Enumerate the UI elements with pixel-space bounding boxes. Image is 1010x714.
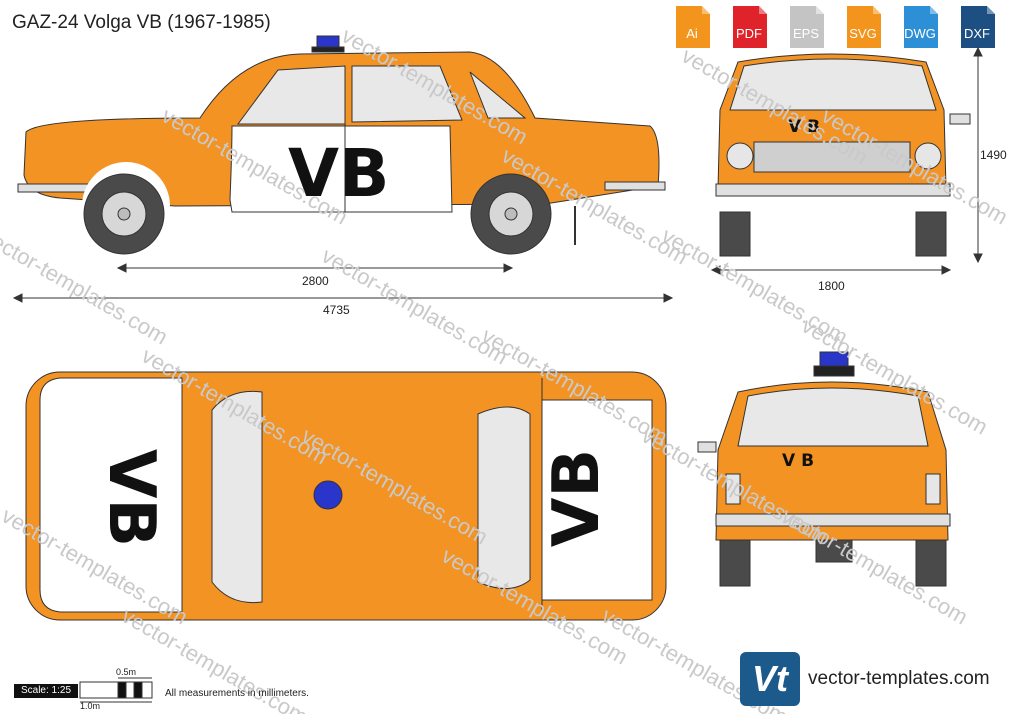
pdf-format-button[interactable]: PDF [725,4,773,50]
scale-bar-block-1 [117,681,127,699]
length-label: 4735 [323,303,350,317]
top-vb-marking-hood: VB [94,449,168,547]
dwg-file-icon [904,6,938,48]
svg-format-label: SVG [849,26,877,41]
scale-one-meter-label: 1.0m [80,701,101,711]
front-bumper [715,183,951,197]
top-windshield [211,390,263,604]
side-door-front-panel [229,125,346,213]
scale-half-meter-label: 0.5m [116,667,137,677]
width-arrow-left [710,265,721,275]
side-window-rear [351,65,463,123]
length-arrow-right [663,293,674,303]
scale-label: Scale: 1:25 [14,684,78,698]
side-beacon [316,35,340,49]
eps-file-icon [790,6,824,48]
front-vb-badge: V B [788,117,820,137]
rear-beacon-base [813,365,855,377]
height-label: 1490 [980,148,1007,162]
ai-format-button[interactable]: Ai [668,4,716,50]
side-rear-bumper [604,181,666,191]
front-view: V B [715,53,971,257]
pdf-format-label: PDF [736,26,762,41]
side-view: VB [17,35,666,255]
front-windshield [729,58,937,111]
top-vb-marking-trunk: VB [540,449,614,547]
front-headlight-left [726,142,754,170]
rear-taillight-right [925,473,941,505]
rear-beacon [819,351,849,367]
top-rear-window [477,406,531,589]
brand-logo[interactable]: Vt [740,652,800,706]
top-view: VB VB [25,371,667,621]
scale-bar-block-2 [133,681,143,699]
side-front-bumper [17,183,91,193]
front-mirror [949,113,971,125]
rear-taillight-left [725,473,741,505]
front-tire-right [915,211,947,257]
front-dimension-lines [710,46,983,275]
rear-vb-badge: V B [782,451,814,471]
page-title: GAZ-24 Volga VB (1967-1985) [12,12,271,33]
scale-bar [79,677,153,703]
top-beacon [313,480,343,510]
rear-window [737,387,929,447]
front-headlight-right [914,142,942,170]
pdf-file-icon [733,6,767,48]
measurement-note: All measurements in millimeters. [165,688,309,699]
eps-format-button[interactable]: EPS [782,4,830,50]
width-label: 1800 [818,279,845,293]
side-dimension-lines [12,263,674,303]
svg-file-icon [847,6,881,48]
dxf-file-icon [961,6,995,48]
rear-mirror [697,441,717,453]
height-arrow-bottom [973,253,983,264]
dxf-format-label: DXF [964,26,990,41]
rear-view: V B [697,351,951,587]
front-grille [753,141,911,173]
brand-site-link[interactable]: vector-templates.com [808,668,990,689]
dwg-format-label: DWG [904,26,936,41]
dxf-format-button[interactable]: DXF [953,4,1001,50]
width-arrow-right [941,265,952,275]
length-arrow-left [12,293,23,303]
side-quarter-glass [469,71,527,119]
side-front-hub [117,207,131,221]
rear-tire-right [915,539,947,587]
rear-tire-left [719,539,751,587]
rear-differential [815,539,853,563]
wheelbase-arrow-right [503,263,514,273]
height-arrow-top [973,46,983,57]
side-beacon-base [311,46,345,53]
dwg-format-button[interactable]: DWG [896,4,944,50]
wheelbase-arrow-left [116,263,127,273]
eps-format-label: EPS [792,26,819,41]
wheelbase-label: 2800 [302,274,329,288]
side-rear-hub [504,207,518,221]
ai-file-icon [676,6,710,48]
ai-format-label: Ai [686,26,698,41]
side-vb-marking: VB [288,135,389,212]
front-tire-left [719,211,751,257]
rear-bumper [715,513,951,527]
svg-format-button[interactable]: SVG [839,4,887,50]
